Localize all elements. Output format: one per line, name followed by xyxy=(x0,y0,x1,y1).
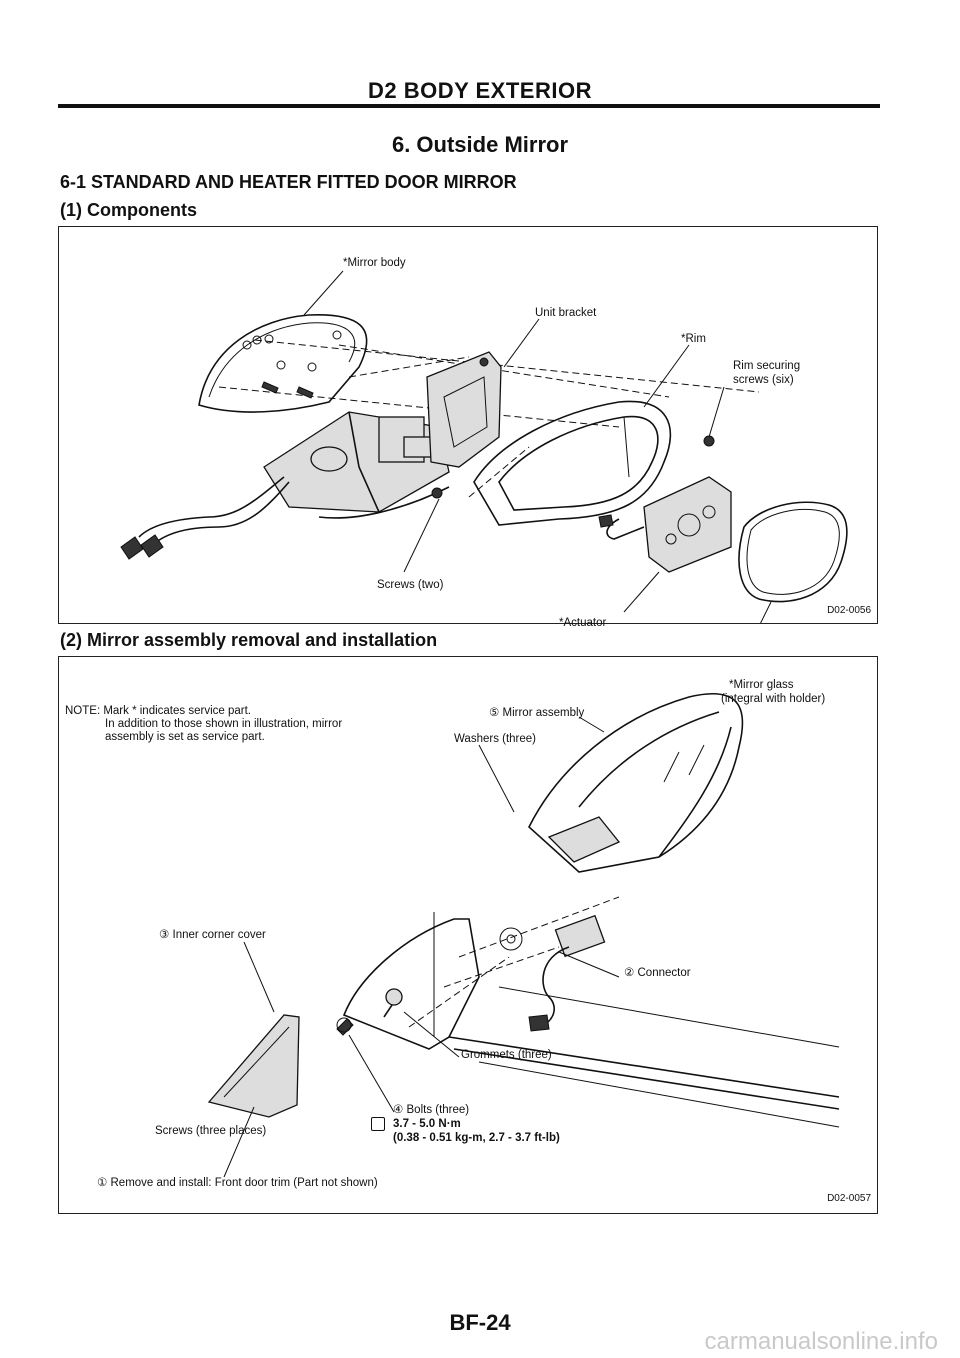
label-actuator: *Actuator xyxy=(559,617,607,629)
label-rim: *Rim xyxy=(681,333,706,345)
label-screws-two: Screws (two) xyxy=(377,579,444,591)
header-rule xyxy=(58,104,880,108)
note-line-3: assembly is set as service part. xyxy=(105,731,265,743)
label-unit-bracket: Unit bracket xyxy=(535,307,597,319)
label-rim-screws-2: screws (six) xyxy=(733,374,794,386)
torque-wrench-icon xyxy=(371,1117,385,1131)
label-bolts: ④ Bolts (three) xyxy=(393,1104,470,1116)
watermark: carmanualsonline.info xyxy=(704,1328,938,1355)
fig1-heading: (1) Components xyxy=(60,200,197,220)
figure-code-1: D02-0056 xyxy=(827,605,871,616)
page-header: D2 BODY EXTERIOR xyxy=(368,78,592,103)
subsection-title: 6-1 STANDARD AND HEATER FITTED DOOR MIRR… xyxy=(60,172,517,192)
label-mirror-body: *Mirror body xyxy=(343,257,406,269)
figure-code-2: D02-0057 xyxy=(827,1193,871,1204)
label-washers: Washers (three) xyxy=(454,733,537,745)
label-connector: ② Connector xyxy=(624,967,691,979)
page-number: BF-24 xyxy=(449,1310,511,1335)
label-remove-install: ① Remove and install: Front door trim (P… xyxy=(97,1177,378,1189)
section-title: 6. Outside Mirror xyxy=(391,132,569,157)
label-torque-1: 3.7 - 5.0 N·m xyxy=(393,1118,461,1130)
label-mirror-assembly: ⑤ Mirror assembly xyxy=(489,707,585,719)
label-inner-corner-cover: ③ Inner corner cover xyxy=(159,929,266,941)
label-mirror-glass-2: (integral with holder) xyxy=(721,693,826,705)
note-line-1: NOTE: Mark * indicates service part. xyxy=(65,705,251,717)
removal-figure: ⑤ Mirror assembly Washers (three) ③ Inne… xyxy=(58,656,878,1214)
label-grommets: Grommets (three) xyxy=(461,1049,552,1061)
components-illustration xyxy=(120,270,848,623)
removal-illustration xyxy=(207,692,840,1178)
fig2-heading: (2) Mirror assembly removal and installa… xyxy=(60,630,438,650)
label-rim-screws-1: Rim securing xyxy=(733,360,801,372)
label-screws-three: Screws (three places) xyxy=(155,1125,267,1137)
components-figure: *Mirror body Unit bracket *Rim Rim secur… xyxy=(58,226,878,743)
label-mirror-glass-1: *Mirror glass xyxy=(729,679,794,691)
label-torque-2: (0.38 - 0.51 kg-m, 2.7 - 3.7 ft-lb) xyxy=(393,1132,560,1144)
note-line-2: In addition to those shown in illustrati… xyxy=(105,718,343,730)
